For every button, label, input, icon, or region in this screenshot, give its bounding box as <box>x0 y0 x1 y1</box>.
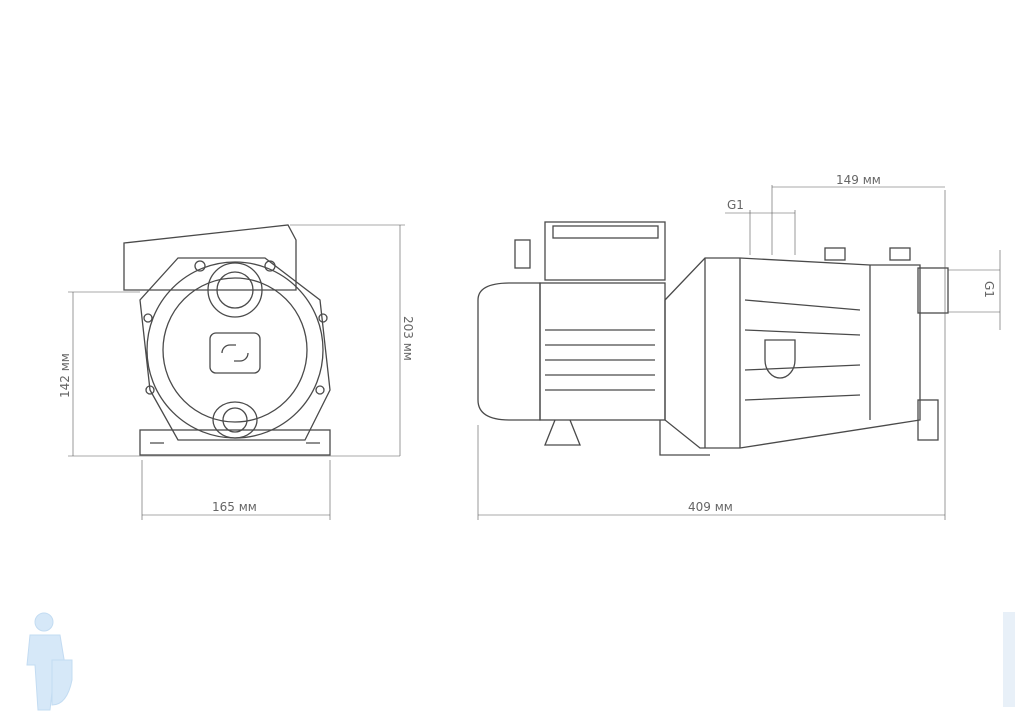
watermark-bar <box>1003 612 1015 707</box>
dim-width-front: 165 мм <box>212 500 257 514</box>
dim-inlet-thread: G1 <box>982 281 996 298</box>
side-view <box>477 221 949 456</box>
dim-length-total: 409 мм <box>688 500 733 514</box>
dim-inlet-offset: 149 мм <box>836 173 881 187</box>
dim-height-total: 203 мм <box>401 316 415 361</box>
front-view <box>123 224 331 456</box>
plumber-mascot-logo <box>26 612 73 711</box>
dim-outlet-thread: G1 <box>727 198 744 212</box>
side-dimensions <box>477 185 1001 520</box>
front-dimensions <box>68 224 405 520</box>
dim-height-axis: 142 мм <box>58 353 72 398</box>
